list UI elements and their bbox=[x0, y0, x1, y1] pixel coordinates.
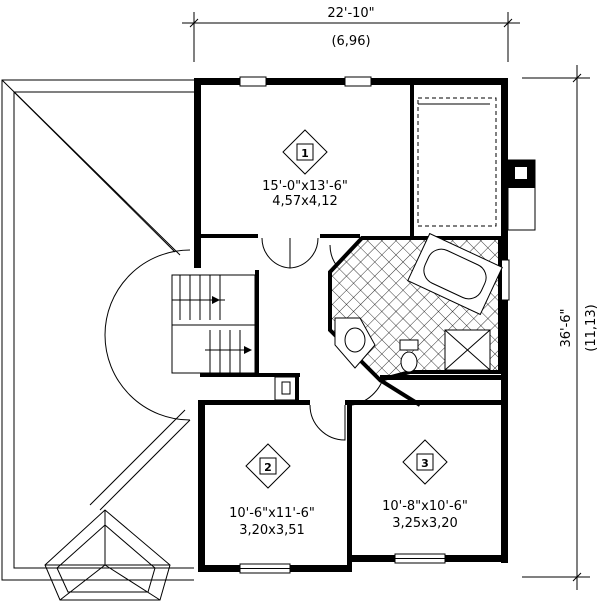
width-imperial-label: 22'-10" bbox=[327, 6, 374, 21]
staircase bbox=[171, 274, 256, 374]
windows bbox=[239, 76, 510, 574]
depth-imperial-label: 36'-6" bbox=[559, 308, 574, 347]
room-1-label: 1 15'-0"x13'-6" 4,57x4,12 bbox=[262, 129, 348, 209]
chimney bbox=[507, 159, 536, 231]
closet bbox=[417, 97, 497, 227]
room-size-imperial: 10'-8"x10'-6" bbox=[382, 499, 468, 514]
room-size-imperial: 10'-6"x11'-6" bbox=[229, 506, 315, 521]
room-size-metric: 3,20x3,51 bbox=[239, 523, 305, 538]
bathroom bbox=[328, 232, 505, 407]
toilet bbox=[399, 339, 419, 373]
linen-closet bbox=[274, 376, 298, 401]
width-metric-label: (6,96) bbox=[331, 34, 370, 49]
roof-outline bbox=[1, 79, 194, 601]
room-size-imperial: 15'-0"x13'-6" bbox=[262, 179, 348, 194]
room-3-label: 3 10'-8"x10'-6" 3,25x3,20 bbox=[382, 439, 468, 531]
room-number: 1 bbox=[301, 147, 309, 160]
room-size-metric: 3,25x3,20 bbox=[392, 516, 458, 531]
width-dimension: 22'-10" (6,96) bbox=[182, 6, 520, 62]
shower bbox=[444, 329, 491, 371]
depth-metric-label: (11,13) bbox=[584, 304, 599, 351]
room-number: 2 bbox=[264, 461, 272, 474]
vanity-sink bbox=[334, 317, 376, 369]
room-size-metric: 4,57x4,12 bbox=[272, 194, 338, 209]
bathtub bbox=[407, 232, 503, 316]
depth-dimension: 36'-6" (11,13) bbox=[522, 65, 599, 590]
room-2-label: 2 10'-6"x11'-6" 3,20x3,51 bbox=[229, 443, 315, 538]
bay-roof bbox=[44, 509, 171, 601]
room-number: 3 bbox=[421, 457, 429, 470]
